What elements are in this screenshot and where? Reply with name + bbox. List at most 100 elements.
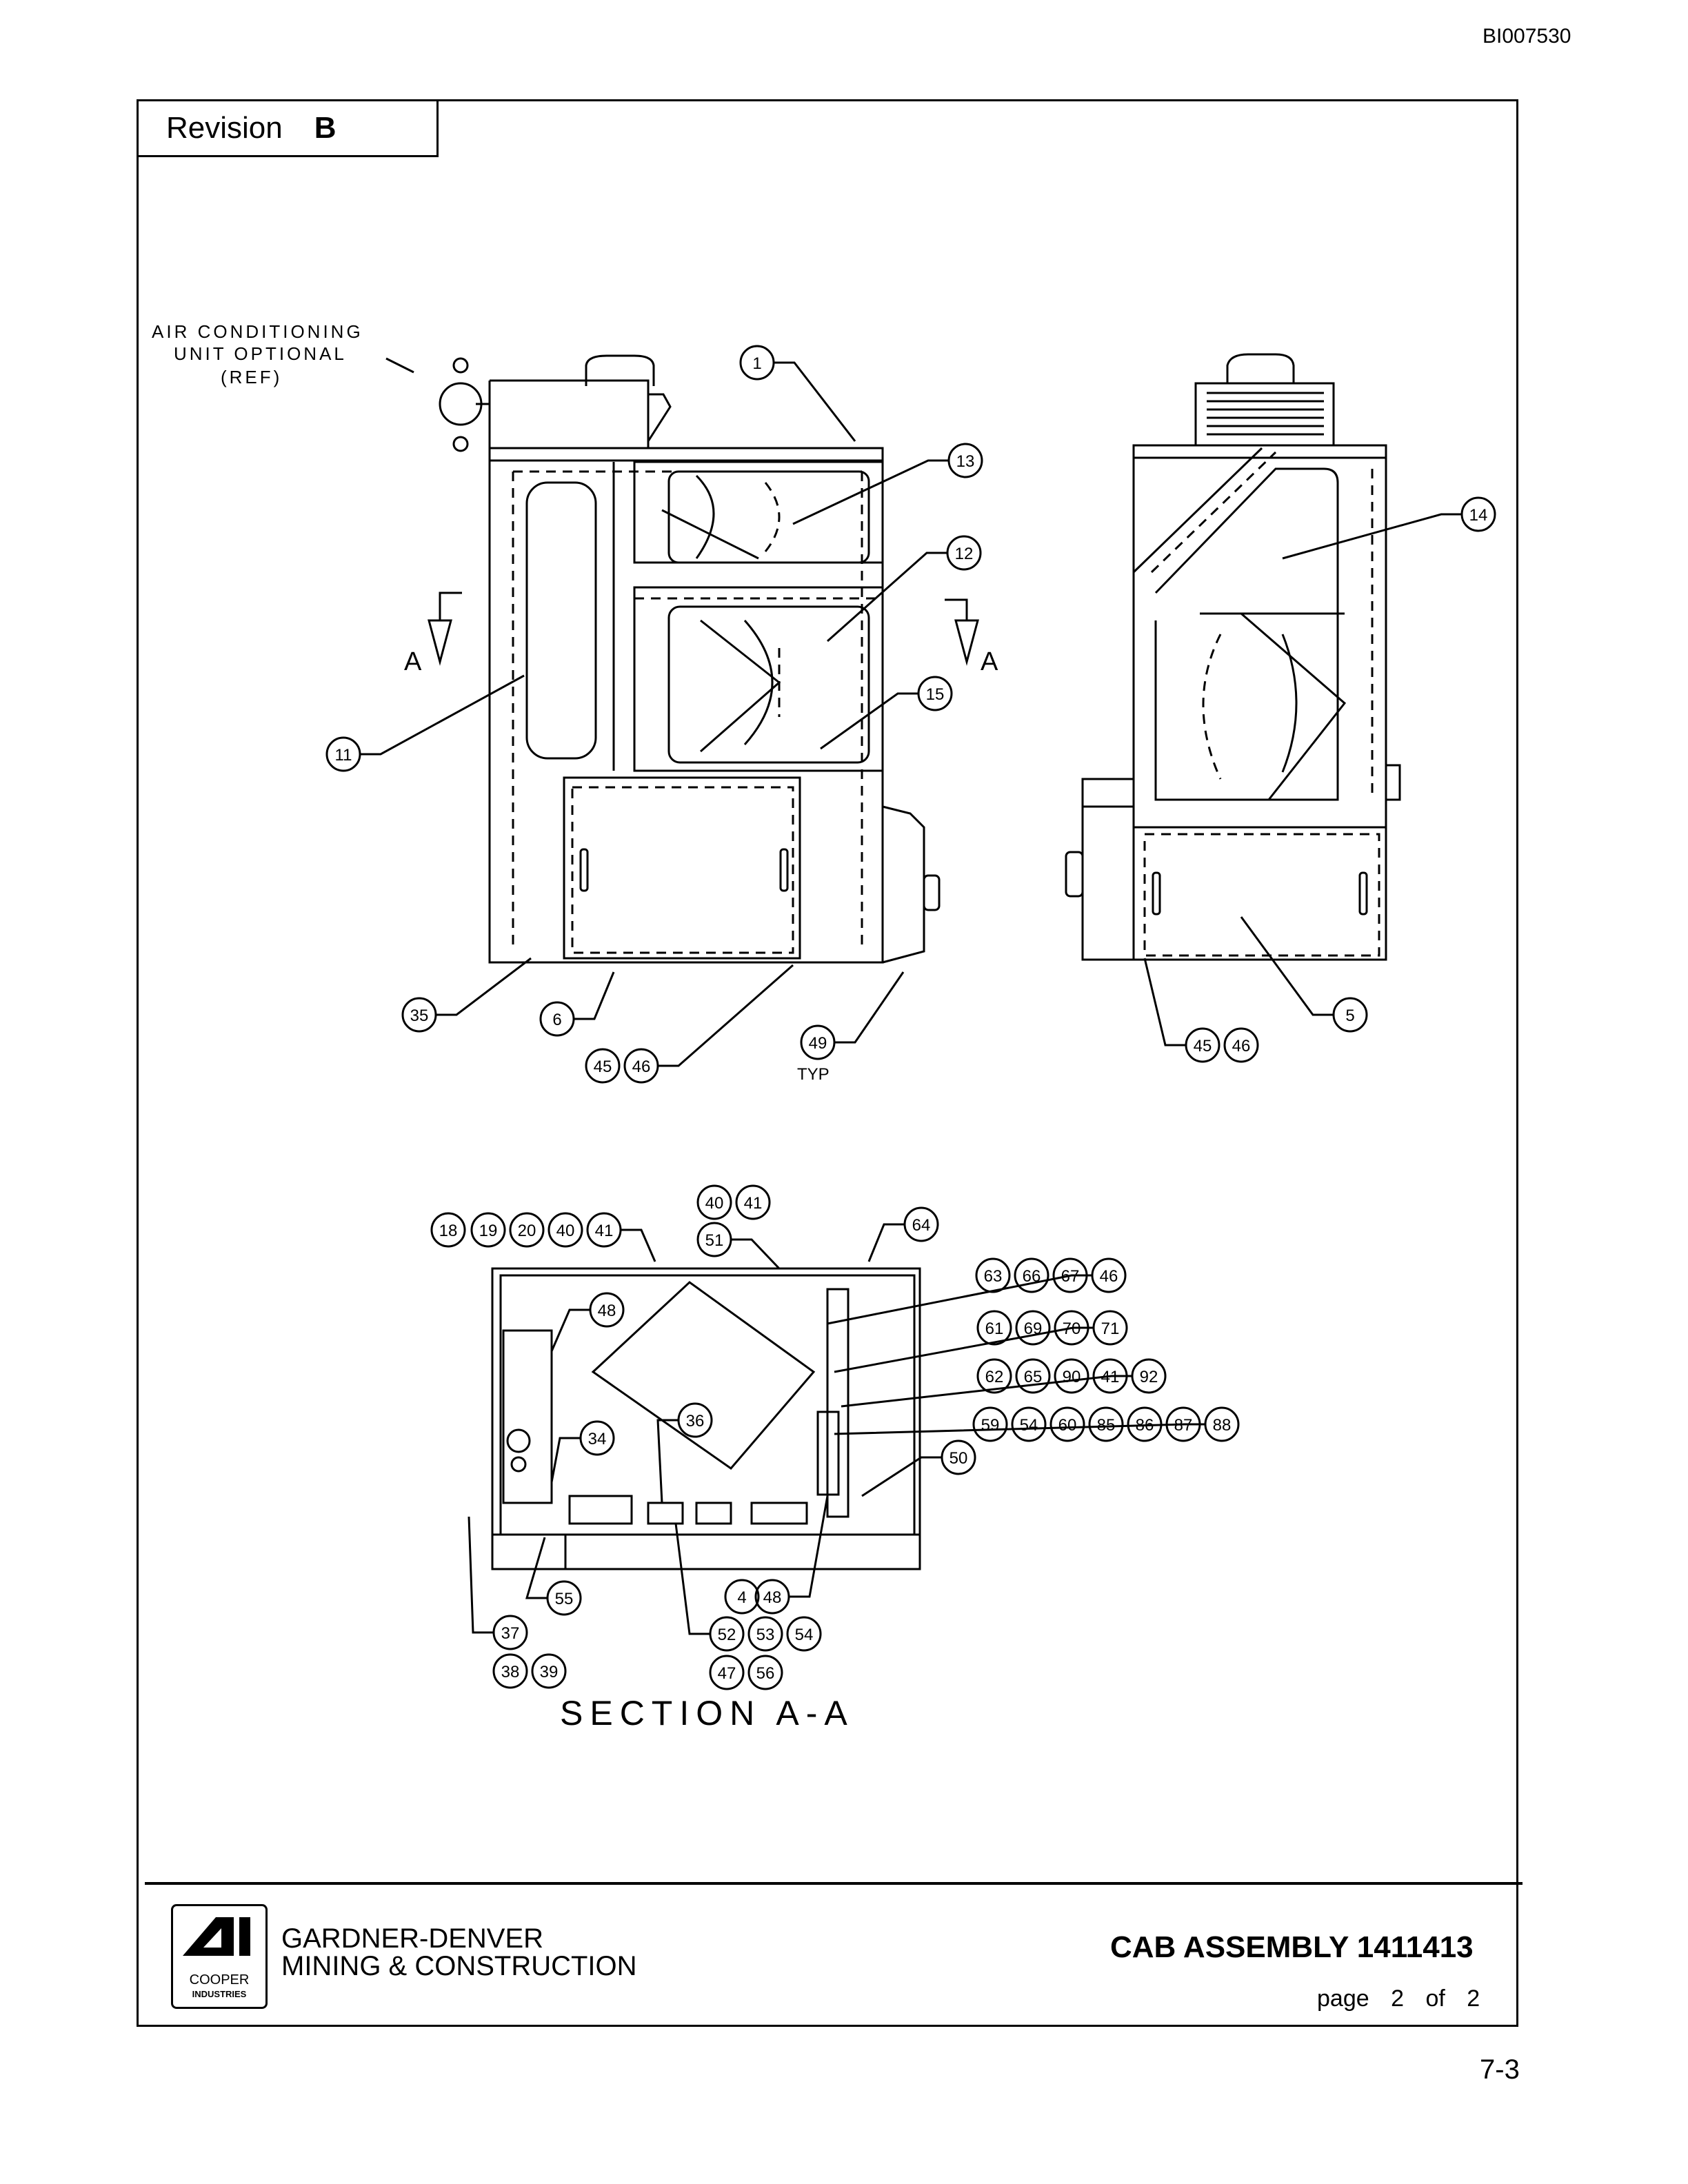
callout-leader xyxy=(574,971,615,1020)
logo-subtitle: INDUSTRIES xyxy=(192,1989,247,1999)
callout-label: 5 xyxy=(1345,1007,1354,1025)
callout-label: 41 xyxy=(744,1194,763,1213)
callout-label: 88 xyxy=(1213,1416,1232,1435)
callout-label: 40 xyxy=(556,1222,575,1240)
front-view xyxy=(439,354,941,964)
callout-bubble xyxy=(1088,1406,1124,1442)
callout-label: 40 xyxy=(705,1194,724,1213)
callout-bubble xyxy=(696,1184,732,1220)
callout-bubble xyxy=(1011,1406,1047,1442)
callout-label: 46 xyxy=(1232,1037,1251,1055)
cab-assembly-drawing: AIR CONDITIONING UNIT OPTIONAL (REF) xyxy=(152,321,1496,1732)
callout-bubble xyxy=(509,1212,545,1248)
typ-label: TYP xyxy=(797,1065,830,1084)
callout-leader xyxy=(789,1495,829,1598)
logo-name: COOPER xyxy=(189,1972,250,1988)
callout-label: 71 xyxy=(1101,1320,1120,1338)
callout-label: 92 xyxy=(1140,1368,1158,1386)
callout-bubble xyxy=(492,1653,528,1689)
page-total: 2 xyxy=(1467,1985,1480,2012)
callout-leader xyxy=(550,1308,590,1352)
callout-leader xyxy=(834,1326,1094,1373)
section-marker-a-right: A xyxy=(981,647,998,676)
callout-leader xyxy=(436,957,532,1016)
callout-leader xyxy=(841,1375,1132,1408)
callout-label: 49 xyxy=(809,1034,827,1053)
callout-label: 46 xyxy=(632,1058,651,1076)
page-number: 2 xyxy=(1391,1985,1405,2012)
cooper-logo: COOPER INDUSTRIES xyxy=(171,1904,268,2009)
of-word: of xyxy=(1425,1985,1445,2012)
callout-bubble xyxy=(547,1212,583,1248)
callout-label: 53 xyxy=(756,1626,775,1644)
sheet-number: 7-3 xyxy=(1480,2054,1520,2085)
callout-label: 15 xyxy=(926,685,945,704)
page-info: page 2 of 2 xyxy=(1317,1985,1495,2012)
callout-leader xyxy=(834,1423,1205,1435)
callout-leader xyxy=(827,552,947,643)
callout-label: 11 xyxy=(335,746,352,765)
section-arrow-left: A xyxy=(404,592,462,676)
callout-label: 14 xyxy=(1469,506,1488,525)
callout-label: 62 xyxy=(985,1368,1004,1386)
callout-label: 61 xyxy=(985,1320,1004,1338)
callout-bubble xyxy=(972,1406,1008,1442)
callout-leader xyxy=(525,1537,547,1599)
callout-bubble xyxy=(786,1616,822,1652)
callout-leader xyxy=(827,1274,1092,1325)
callout-label: 46 xyxy=(1100,1267,1118,1286)
callout-leader xyxy=(1240,916,1334,1016)
callout-leader xyxy=(1143,958,1186,1046)
callout-leader xyxy=(792,459,949,525)
callout-leader xyxy=(658,964,794,1067)
title-block xyxy=(145,1882,1523,2027)
callout-label: 20 xyxy=(518,1222,536,1240)
callout-label: 4 xyxy=(737,1588,746,1607)
callout-leader xyxy=(360,674,525,756)
section-title: SECTION A-A xyxy=(560,1694,854,1732)
section-view xyxy=(491,1267,921,1570)
callout-label: 48 xyxy=(598,1302,616,1320)
callout-bubble xyxy=(724,1579,760,1615)
section-marker-a-left: A xyxy=(404,647,422,676)
callout-label: 47 xyxy=(718,1664,736,1683)
callout-label: 35 xyxy=(410,1007,429,1025)
callout-bubble xyxy=(1014,1257,1049,1293)
callout-bubble xyxy=(585,1048,621,1084)
callout-label: 19 xyxy=(479,1222,498,1240)
callout-bubble xyxy=(1015,1310,1051,1346)
callout-leader xyxy=(774,361,856,442)
callout-label: 54 xyxy=(795,1626,814,1644)
callout-label: 51 xyxy=(705,1231,724,1250)
callout-bubble xyxy=(976,1358,1012,1394)
callout-leader xyxy=(867,1223,905,1262)
callout-bubble xyxy=(735,1184,771,1220)
callout-bubble xyxy=(430,1212,466,1248)
callout-label: 13 xyxy=(956,452,975,471)
callout-label: 1 xyxy=(752,354,761,373)
callout-label: 36 xyxy=(686,1412,705,1430)
callout-leader xyxy=(1282,513,1462,560)
callout-label: 41 xyxy=(595,1222,614,1240)
callout-leader xyxy=(731,1238,781,1270)
revision-label: Revision xyxy=(166,111,283,145)
drawing-title: CAB ASSEMBLY 1411413 xyxy=(1110,1930,1474,1964)
callout-label: 63 xyxy=(984,1267,1003,1286)
callout-bubble xyxy=(531,1653,567,1689)
callout-label: 18 xyxy=(439,1222,458,1240)
ac-note-line1: AIR CONDITIONING xyxy=(152,321,363,342)
callout-leader xyxy=(468,1516,494,1634)
callout-label: 64 xyxy=(912,1216,931,1235)
callout-bubble xyxy=(747,1655,783,1690)
callout-label: 45 xyxy=(594,1058,612,1076)
callout-bubble xyxy=(470,1212,506,1248)
callout-label: 37 xyxy=(501,1624,520,1643)
side-view xyxy=(1065,353,1401,961)
callout-leader xyxy=(834,971,905,1044)
logo-mark-icon xyxy=(183,1917,250,1956)
document-id: BI007530 xyxy=(1483,25,1571,48)
callout-leader xyxy=(621,1228,656,1262)
callout-bubble xyxy=(1054,1358,1089,1394)
callout-leader xyxy=(550,1437,581,1483)
callout-label: 48 xyxy=(763,1588,782,1607)
